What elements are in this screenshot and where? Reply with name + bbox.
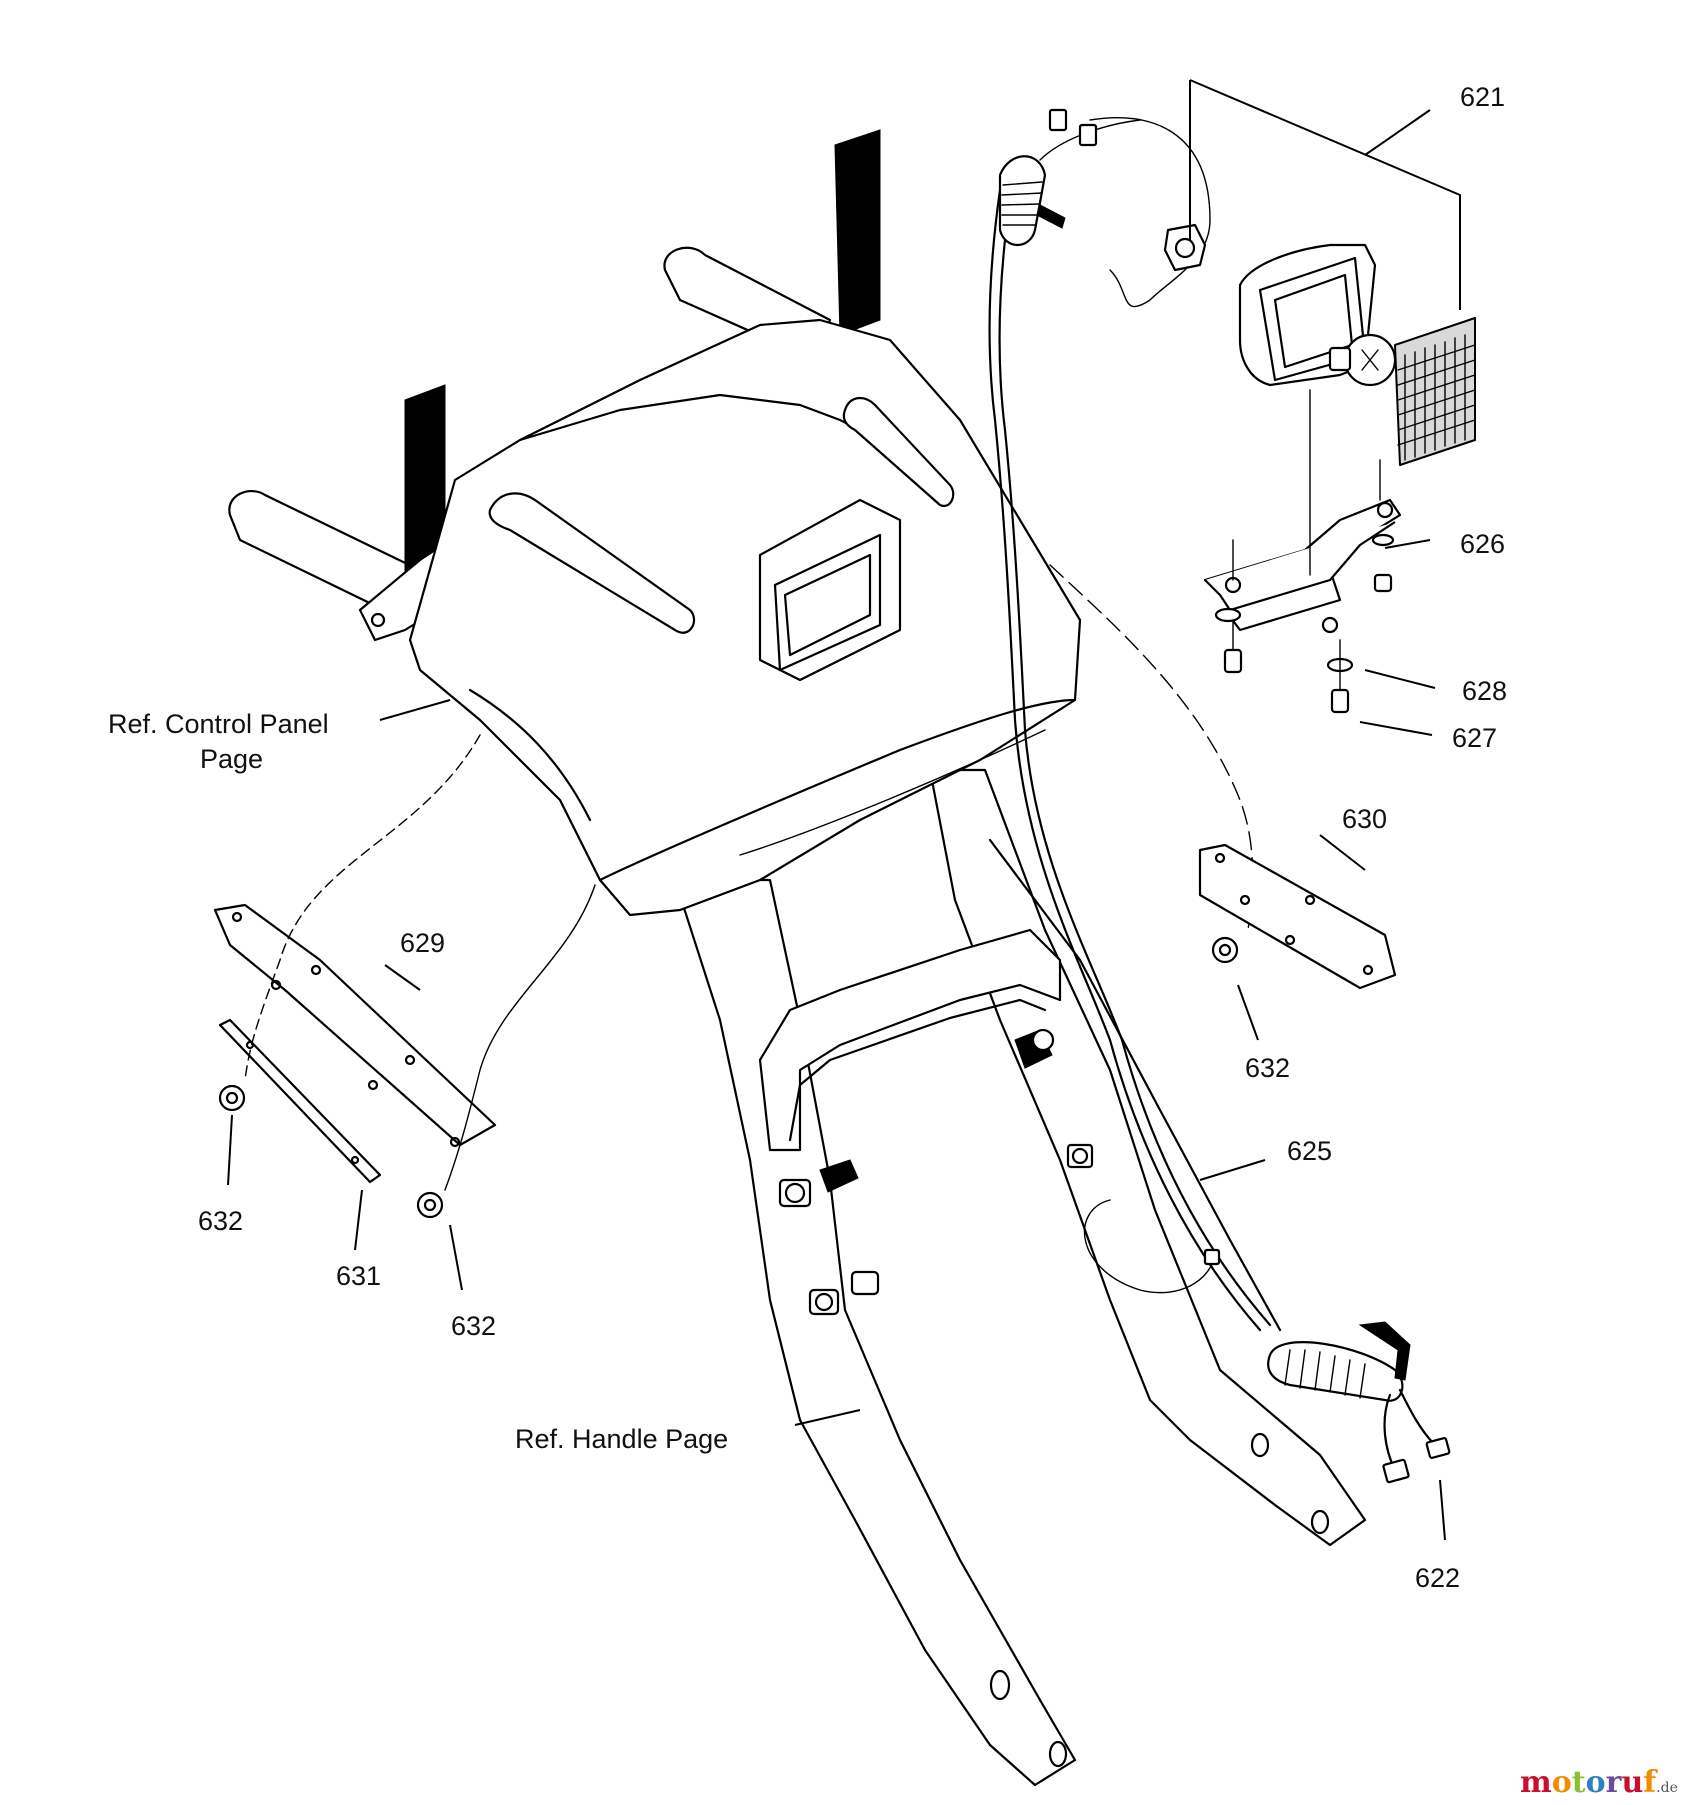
headlight-assembly-621 <box>1163 79 1476 466</box>
watermark-letter: t <box>1572 1765 1586 1800</box>
label-622: 622 <box>1415 1563 1460 1593</box>
label-630: 630 <box>1342 804 1387 834</box>
handle-nut <box>1066 1143 1094 1169</box>
harness-coil-bottom <box>1267 1321 1411 1402</box>
washers-628 <box>1214 533 1395 673</box>
watermark-letter: r <box>1606 1765 1623 1800</box>
carriage-bolt-mid <box>808 1270 880 1316</box>
reference-labels: Ref. Control Panel Page Ref. Handle Page <box>108 709 728 1454</box>
label-632-lower: 632 <box>451 1311 496 1341</box>
rubber-plug <box>1014 1028 1055 1069</box>
ref-control-panel-line2: Page <box>200 744 263 774</box>
part-number-labels: 621 626 628 627 630 632 625 622 629 632 … <box>198 82 1507 1593</box>
handle-frame <box>673 768 1367 1787</box>
label-631: 631 <box>336 1261 381 1291</box>
label-632-left: 632 <box>198 1206 243 1236</box>
ref-control-panel-line1: Ref. Control Panel <box>108 709 329 739</box>
watermark-letter: o <box>1586 1765 1606 1800</box>
headlight-lens <box>1394 317 1476 466</box>
label-625: 625 <box>1287 1136 1332 1166</box>
watermark-logo: motoruf.de <box>1520 1765 1678 1800</box>
wiring-harness-625 <box>988 108 1451 1484</box>
watermark-letter: m <box>1520 1765 1552 1800</box>
label-629: 629 <box>400 928 445 958</box>
label-621: 621 <box>1460 82 1505 112</box>
watermark-letter: f <box>1643 1765 1658 1800</box>
label-628: 628 <box>1462 676 1507 706</box>
label-632-right: 632 <box>1245 1053 1290 1083</box>
label-627: 627 <box>1452 723 1497 753</box>
light-bracket-626 <box>1203 389 1402 714</box>
harness-coil-top <box>998 155 1066 246</box>
label-626: 626 <box>1460 529 1505 559</box>
console-assembly <box>228 129 1082 917</box>
leader-lines <box>227 539 1446 1541</box>
watermark-letter: o <box>1552 1765 1572 1800</box>
carriage-bolt-left <box>778 1159 859 1208</box>
reflector-plate-630 <box>1198 843 1397 990</box>
reflector-plate-629 <box>213 903 497 1148</box>
strip-631 <box>218 1018 382 1184</box>
watermark-text: motoruf.de <box>1520 1765 1678 1800</box>
watermark-letter: u <box>1621 1765 1643 1800</box>
push-nuts-632 <box>218 936 1239 1219</box>
ref-handle-page: Ref. Handle Page <box>515 1424 728 1454</box>
